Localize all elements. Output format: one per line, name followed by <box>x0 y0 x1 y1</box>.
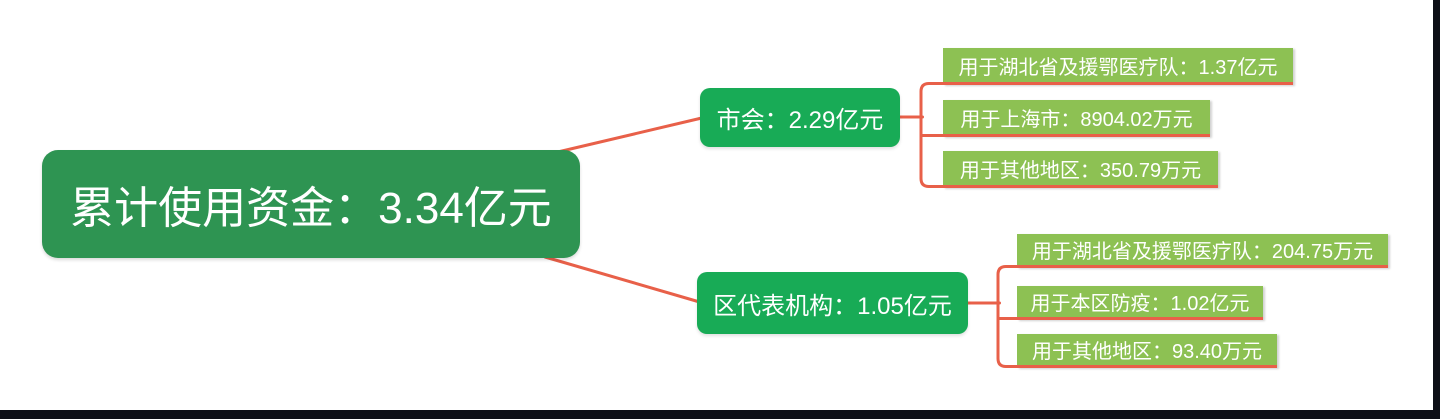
branch-node-city-council: 市会：2.29亿元 <box>700 88 900 147</box>
leaf-node-hubei-medical-team-1: 用于湖北省及援鄂医疗队：1.37亿元 <box>943 48 1293 85</box>
leaf-node-other-regions-1: 用于其他地区：350.79万元 <box>943 151 1218 188</box>
leaf-node-shanghai: 用于上海市：8904.02万元 <box>943 100 1210 137</box>
root-node-total-funds: 累计使用资金：3.34亿元 <box>42 150 580 258</box>
leaf-node-other-regions-2: 用于其他地区：93.40万元 <box>1017 334 1277 368</box>
branch-node-district-offices: 区代表机构：1.05亿元 <box>697 272 968 334</box>
connector-root-to-branch-2 <box>543 255 705 305</box>
page-edge-bottom <box>0 410 1440 419</box>
leaf-node-hubei-medical-team-2: 用于湖北省及援鄂医疗队：204.75万元 <box>1017 234 1388 268</box>
connector-root-to-branch-1 <box>543 115 708 157</box>
connector-branch-2-bracket <box>996 265 1029 368</box>
page-edge-right <box>1433 0 1440 419</box>
leaf-node-district-epidemic-prevention: 用于本区防疫：1.02亿元 <box>1017 286 1263 320</box>
